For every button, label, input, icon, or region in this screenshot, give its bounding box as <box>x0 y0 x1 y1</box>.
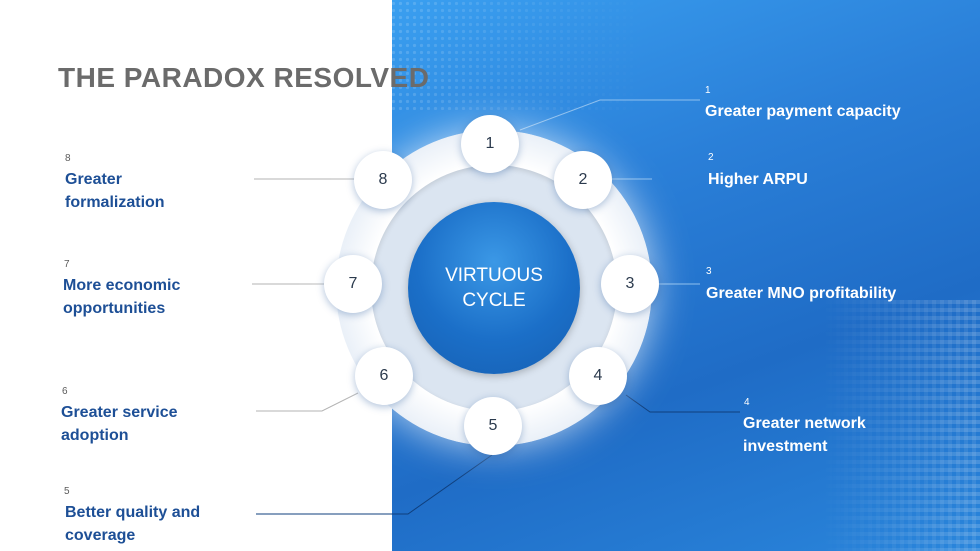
step-1-label: Greater payment capacity <box>705 103 901 120</box>
step-8-label: Greater formalization <box>65 171 165 211</box>
step-5-number: 5 <box>64 486 70 497</box>
cycle-node-5: 5 <box>464 397 522 455</box>
slide-title: THE PARADOX RESOLVED <box>58 62 430 93</box>
step-2-label: Higher ARPU <box>708 171 808 188</box>
step-5-label: Better quality and coverage <box>65 504 201 544</box>
connector-6 <box>256 392 359 412</box>
cycle-node-4: 4 <box>569 347 627 405</box>
cycle-node-2: 2 <box>554 151 612 209</box>
cycle-center: VIRTUOUS CYCLE <box>408 202 580 374</box>
step-4-label: Greater network investment <box>743 415 866 455</box>
cycle-node-6: 6 <box>355 347 413 405</box>
step-4-number: 4 <box>744 397 750 408</box>
step-7-label: More economic opportunities <box>63 277 181 317</box>
cycle-node-8: 8 <box>354 151 412 209</box>
step-3-number: 3 <box>706 266 712 277</box>
step-2-number: 2 <box>708 152 714 163</box>
step-6-label: Greater service adoption <box>61 404 178 444</box>
cycle-node-3: 3 <box>601 255 659 313</box>
cycle-node-1: 1 <box>461 115 519 173</box>
step-6-number: 6 <box>62 386 68 397</box>
step-7-number: 7 <box>64 259 70 270</box>
step-1-number: 1 <box>705 85 711 96</box>
center-label: VIRTUOUS CYCLE <box>445 265 543 311</box>
step-8-number: 8 <box>65 153 71 164</box>
cycle-node-7: 7 <box>324 255 382 313</box>
step-3-label: Greater MNO profitability <box>706 285 897 302</box>
